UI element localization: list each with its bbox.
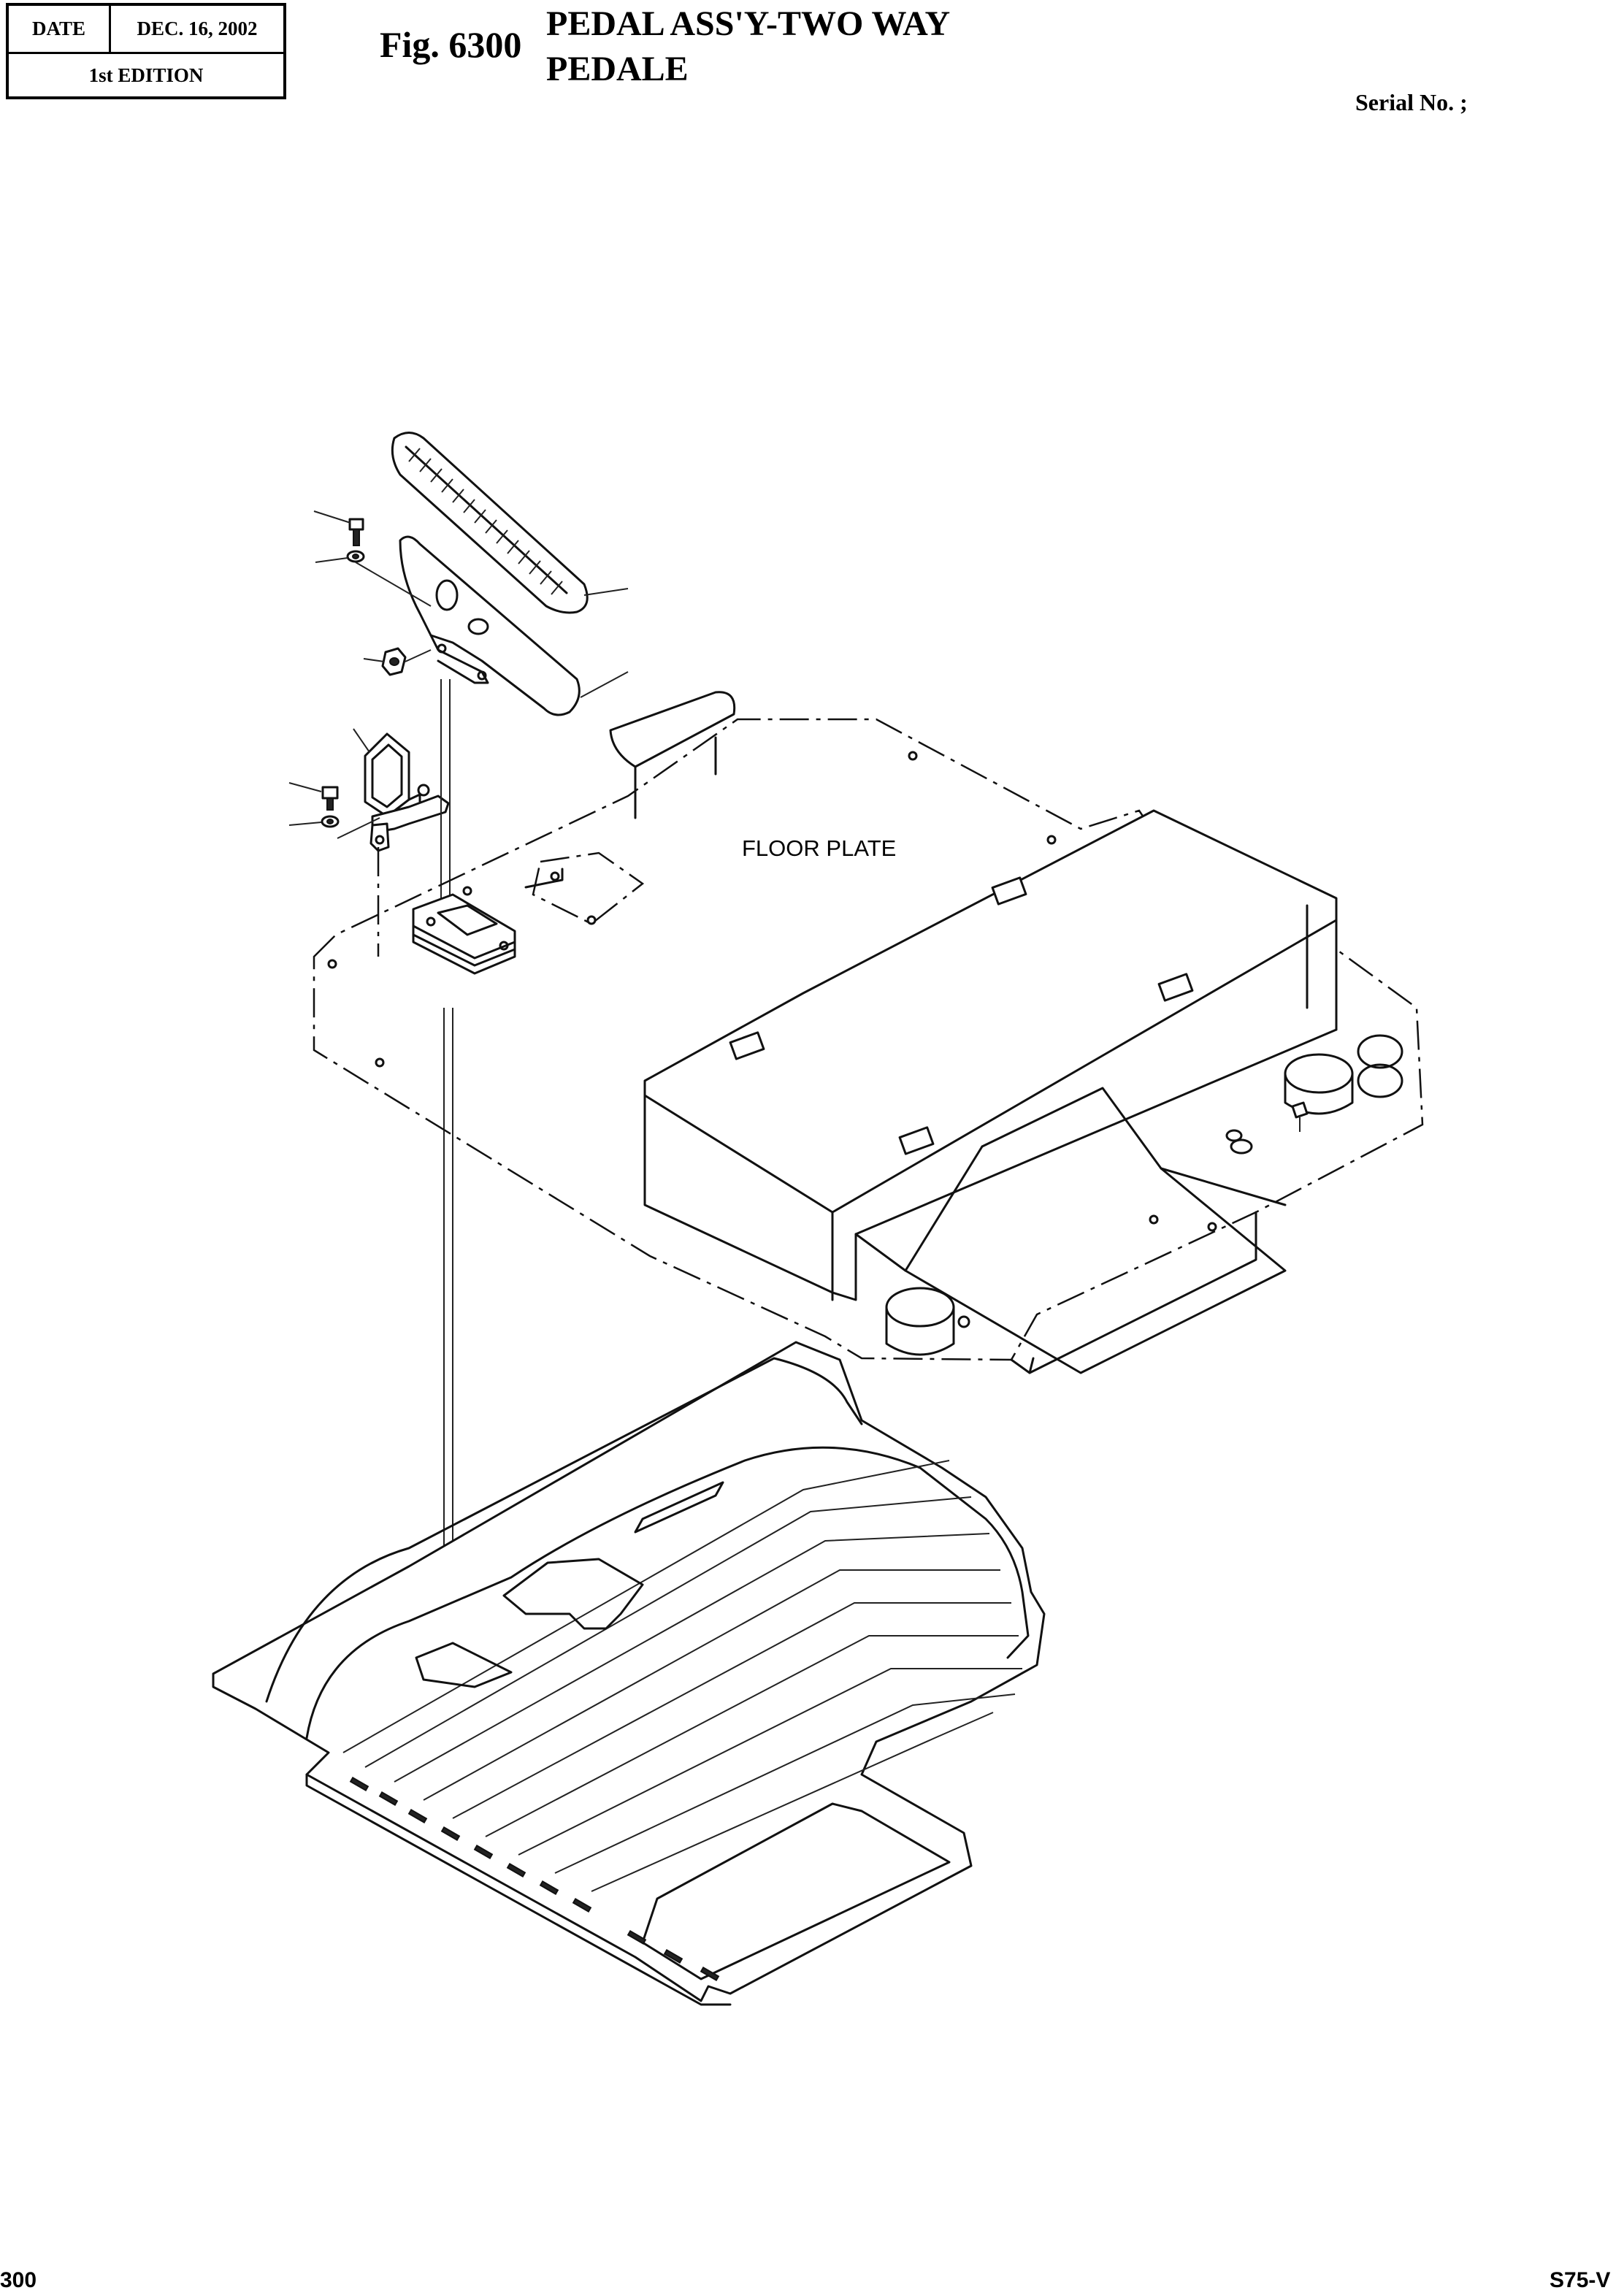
pedal-bracket: [399, 535, 581, 716]
stay-washer: [321, 815, 340, 828]
model-code: S75-V: [1550, 2268, 1611, 2292]
pedal-pad: [391, 432, 589, 614]
nut-leader: [363, 658, 385, 662]
pedal-nut: [381, 647, 407, 676]
stay-bolt-leader: [288, 782, 322, 792]
bolt-centerline: [355, 562, 432, 607]
revision-box: DATE DEC. 16, 2002 1st EDITION: [6, 3, 286, 99]
serial-number: Serial No. ;: [1355, 89, 1468, 115]
lower-bracket: [364, 732, 450, 852]
washer-leader: [315, 557, 348, 563]
figure-title: PEDAL ASS'Y-TWO WAY PEDALE: [546, 1, 950, 92]
date-value: DEC. 16, 2002: [137, 18, 258, 39]
floor-plate: [313, 691, 1424, 1374]
figure-title-line1: PEDAL ASS'Y-TWO WAY: [546, 4, 951, 43]
date-label: DATE: [9, 6, 111, 52]
floor-plate-label: FLOOR PLATE: [742, 835, 896, 861]
pedal-washer: [346, 550, 365, 563]
stay-washer-leader: [288, 822, 322, 826]
bolt-leader: [313, 510, 351, 524]
bracket-leader: [353, 728, 370, 753]
page-number: 300: [0, 2268, 37, 2292]
nut-centerline: [405, 649, 432, 662]
floor-tube: [412, 893, 516, 975]
edition-label: 1st EDITION: [88, 64, 204, 86]
stay-centerline: [337, 817, 380, 839]
floor-mat: [212, 1341, 1046, 2006]
figure-title-line2: PEDALE: [546, 50, 689, 88]
left-cylinder: [885, 1287, 955, 1356]
figure-number: Fig. 6300: [380, 24, 522, 65]
pedal-pad-leader: [583, 588, 629, 596]
stay-bolt: [321, 786, 339, 811]
right-cylinder: [1284, 1053, 1354, 1115]
date-row: DATE DEC. 16, 2002: [9, 6, 283, 54]
pedal-bracket-leader: [580, 671, 629, 698]
pedal-bolt: [348, 518, 364, 546]
